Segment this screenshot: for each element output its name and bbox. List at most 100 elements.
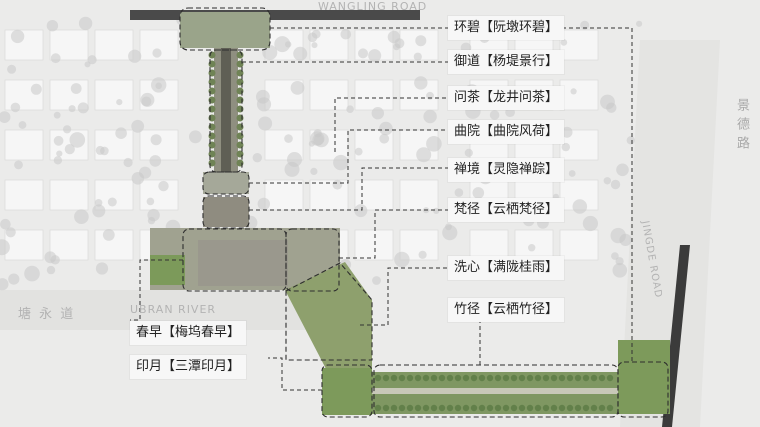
context-tree [46,265,56,275]
context-tree [128,49,142,63]
context-tree [418,250,427,259]
context-tree [5,227,16,238]
context-tree [0,239,10,256]
context-tree [582,215,599,232]
context-tree [274,36,291,53]
callout-fanjing [339,209,448,259]
context-tree [387,30,401,44]
park-tree [374,404,382,412]
park-tree [550,404,558,412]
park-tree [430,404,438,412]
context-tree [63,125,72,134]
context-tree [393,43,400,51]
context-tree [310,167,318,175]
context-tree [394,251,410,268]
context-tree [600,94,615,110]
zone-fanjing [285,228,340,292]
context-tree [68,105,76,113]
zone-xixin [285,262,373,361]
context-tree [333,154,349,171]
context-tree [147,208,160,222]
context-tree [50,255,60,265]
context-building [559,29,599,61]
context-tree [53,156,63,165]
park-tree [382,404,390,412]
context-tree [158,180,169,192]
park-tree [390,374,398,382]
park-tree [582,374,590,382]
zone-yudao [209,49,243,173]
context-building [309,179,349,211]
context-building [469,229,509,261]
huanbi-plaza [180,12,270,48]
context-tree [489,110,500,120]
context-tree [116,99,123,106]
park-tree [494,404,502,412]
context-tree [46,20,59,32]
context-tree [123,157,133,168]
park-tree [414,404,422,412]
context-tree [64,144,75,155]
context-tree [69,132,86,148]
park-tree [590,404,598,412]
east-road-label-cn: 景德路 [734,98,749,155]
park-tree [590,374,598,382]
context-tree [131,119,145,133]
park-tree [518,374,526,382]
label-yudao: 御道【杨堤景行】 [448,50,565,74]
park-tree [598,374,606,382]
park-tree [382,374,390,382]
context-tree [610,179,621,190]
context-tree [150,134,162,146]
park-tree [462,404,470,412]
park-tree [470,374,478,382]
callout-lines [130,27,633,391]
context-tree [561,126,573,138]
park-tree [390,404,398,412]
park-tree [454,404,462,412]
label-chunzao: 春早【梅坞春早】 [130,321,247,345]
context-tree [152,48,162,58]
context-tree [10,102,21,113]
park-tree [558,404,566,412]
park-tree [598,404,606,412]
context-building [264,179,304,211]
park-tree [574,374,582,382]
context-tree [56,150,63,157]
context-tree [256,97,272,112]
park-tree [446,374,454,382]
context-tree [115,127,127,139]
context-tree [0,111,11,123]
park-tree [510,374,518,382]
callout-chanjing [249,167,448,211]
context-tree [354,147,363,156]
park-tree [526,404,534,412]
callout-wencha [334,97,448,152]
context-tree [14,160,23,170]
park-tree [510,404,518,412]
park-tree [494,374,502,382]
park-tree [574,404,582,412]
context-tree [146,197,155,206]
context-tree [445,223,452,231]
context-tree [252,153,262,163]
context-building [559,79,599,111]
context-tree [415,35,427,47]
park-tree [486,404,494,412]
context-building [94,129,134,161]
context-tree [580,20,590,30]
context-building [139,129,179,161]
context-tree [311,42,318,49]
context-tree [340,28,352,40]
context-tree [53,111,61,119]
context-tree [290,81,305,95]
context-tree [332,179,343,190]
context-tree [454,188,464,197]
context-tree [287,152,302,167]
north-road-strip [130,10,420,20]
context-tree [570,88,577,95]
context-tree [10,29,25,44]
callout-yinyue [268,357,322,391]
context-tree [50,53,61,64]
